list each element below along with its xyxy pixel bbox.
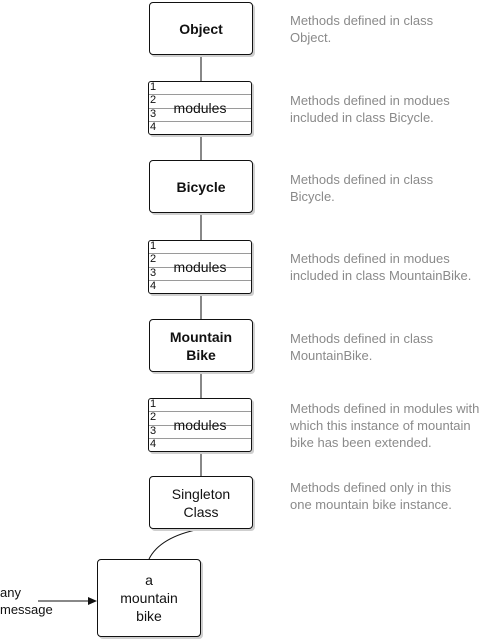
- link-singleton-instance: [148, 528, 201, 560]
- module-row: 2: [149, 94, 251, 107]
- module-row: 3: [149, 107, 251, 121]
- object-label: Object: [179, 20, 223, 37]
- module-row: 2: [149, 253, 251, 266]
- bicycle-class-box: Bicycle: [149, 160, 253, 213]
- singleton-class-box: Singleton Class: [149, 476, 253, 529]
- bicycle-label: Bicycle: [176, 178, 226, 195]
- modules-box-1: 1 2 3 4 modules: [148, 81, 252, 135]
- modules-label: modules: [173, 417, 227, 433]
- instance-box: a mountain bike: [97, 559, 201, 637]
- mountain-bike-class-box: Mountain Bike: [149, 319, 253, 372]
- message-label: any message: [0, 585, 53, 617]
- object-description: Methods defined in class Object.: [290, 13, 434, 45]
- module-row: 3: [149, 266, 251, 280]
- modules3-description: Methods defined in modules with which th…: [290, 401, 480, 450]
- singleton-label: Singleton Class: [171, 485, 231, 520]
- module-row: 4: [149, 279, 251, 293]
- bicycle-description: Methods defined in class Bicycle.: [290, 172, 434, 204]
- module-row: 4: [149, 120, 251, 134]
- singleton-description: Methods defined only in this one mountai…: [290, 480, 452, 512]
- modules1-description: Methods defined in modues included in cl…: [290, 93, 450, 125]
- modules-box-3: 1 2 3 4 modules: [148, 398, 252, 452]
- modules-label: modules: [173, 259, 227, 275]
- module-row: 1: [150, 240, 157, 252]
- module-row: 2: [149, 411, 251, 424]
- message-arrowhead: [88, 597, 97, 605]
- module-row: 1: [150, 398, 157, 410]
- module-row: 3: [149, 424, 251, 438]
- mountain-bike-description: Methods defined in class MountainBike.: [290, 331, 434, 363]
- modules-label: modules: [173, 100, 227, 116]
- mountain-bike-label: Mountain Bike: [169, 328, 233, 363]
- object-class-box: Object: [149, 2, 253, 55]
- module-row: 4: [149, 437, 251, 451]
- modules2-description: Methods defined in modues included in cl…: [290, 251, 472, 283]
- module-row: 1: [150, 81, 157, 93]
- instance-label: a mountain bike: [120, 572, 178, 624]
- modules-box-2: 1 2 3 4 modules: [148, 240, 252, 294]
